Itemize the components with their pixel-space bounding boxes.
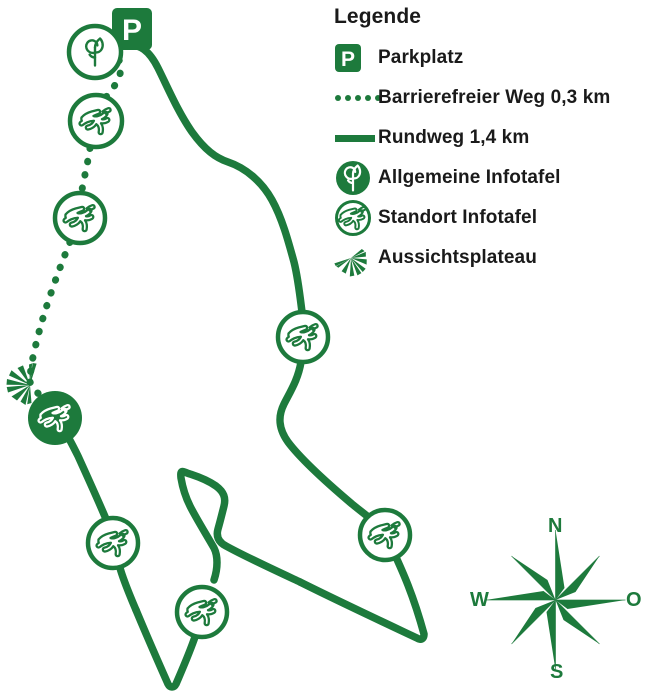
legend-item-rundweg: Rundweg 1,4 km [332,118,651,158]
legend-label-standort-infotafel: Standort Infotafel [378,207,538,228]
location-info-board-icon [332,198,378,238]
location-info-board-2[interactable] [52,190,108,246]
legend-label-parkplatz: Parkplatz [378,47,464,68]
compass-east-label: O [626,589,642,611]
compass-south-label: S [550,661,564,683]
legend-label-aussichtsplateau: Aussichtsplateau [378,247,537,268]
parking-marker[interactable]: P [112,8,152,50]
general-info-board[interactable] [66,23,124,81]
legend-label-allgemeine-infotafel: Allgemeine Infotafel [378,167,561,188]
compass-west-label: W [470,589,489,611]
location-info-board-7[interactable] [357,507,413,563]
legend-title: Legende [334,5,422,28]
location-info-board-5[interactable] [85,515,141,571]
rundweg-path [60,41,428,691]
legend-item-standort-infotafel: Standort Infotafel [332,198,651,238]
location-info-board-4[interactable] [275,309,331,365]
svg-text:P: P [341,48,355,71]
location-info-board-6[interactable] [174,584,230,640]
legend-item-aussichtsplateau: Aussichtsplateau [332,238,651,278]
parking-label: P [122,14,142,47]
compass-rose: N O S W [463,506,648,691]
legend-item-barrierefreier-weg: Barrierefreier Weg 0,3 km [332,78,651,118]
viewpoint-icon [332,238,378,278]
legend-label-barrierefreier-weg: Barrierefreier Weg 0,3 km [378,87,611,108]
parking-sign-icon: P [332,38,378,78]
compass-north-label: N [548,515,563,537]
dotted-line-icon [332,78,381,118]
legend-item-parkplatz: P Parkplatz [332,38,651,78]
legend: Legende P Parkplatz Barrierefreier Weg 0… [332,0,651,278]
location-info-board-1[interactable] [67,92,125,150]
legend-item-allgemeine-infotafel: Allgemeine Infotafel [332,158,651,198]
solid-line-icon [332,118,378,158]
location-info-board-3[interactable] [28,391,82,445]
legend-label-rundweg: Rundweg 1,4 km [378,127,530,148]
general-info-board-icon [332,158,378,198]
